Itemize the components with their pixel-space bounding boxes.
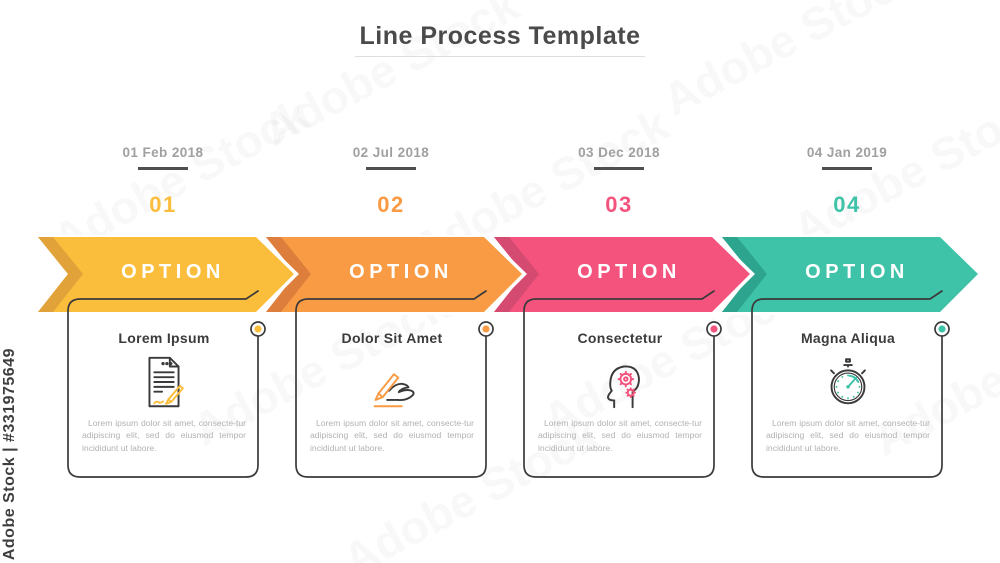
card-outline [523, 290, 722, 478]
date-underline [594, 167, 644, 170]
option-label: OPTION [577, 261, 681, 283]
option-label: OPTION [121, 261, 225, 283]
step-date: 02 Jul 2018 [352, 145, 430, 160]
card-body-text: Lorem ipsum dolor sit amet, consecte-tur… [310, 418, 474, 453]
step-column-1: 01 Feb 2018 01 OPTION Lorem Ipsum [38, 0, 294, 563]
step-date: 03 Dec 2018 [578, 145, 660, 160]
card-title: Consectetur [577, 330, 663, 346]
step-date: 01 Feb 2018 [122, 145, 204, 160]
connector-dot [710, 325, 718, 333]
hand-writing-icon [373, 373, 415, 408]
connector-dot [482, 325, 490, 333]
document-signature-icon [148, 356, 184, 408]
stopwatch-icon [830, 358, 866, 405]
process-arrows [31, 235, 983, 315]
step-column-3: 03 Dec 2018 03 OPTION Consectetur Lorem … [494, 0, 750, 563]
connector-dot [254, 325, 262, 333]
arrow-step-3 [487, 235, 755, 315]
stock-id-watermark: Adobe Stock | #331975649 [1, 347, 18, 560]
step-column-2: 02 Jul 2018 02 OPTION Dolor Sit Amet Lor… [266, 0, 522, 563]
card-title: Dolor Sit Amet [341, 330, 443, 346]
card-outline [295, 290, 494, 478]
arrow-step-2 [259, 235, 527, 315]
step-date: 04 Jan 2019 [806, 145, 888, 160]
title-underline [355, 56, 645, 57]
step-number: 01 [149, 192, 177, 217]
head-gears-icon [607, 365, 640, 409]
step-number: 03 [605, 192, 633, 217]
card-title: Magna Aliqua [800, 330, 896, 346]
card-body-text: Lorem ipsum dolor sit amet, consecte-tur… [538, 418, 702, 453]
page-title: Line Process Template [359, 22, 641, 50]
step-number: 04 [833, 192, 861, 217]
card-body-text: Lorem ipsum dolor sit amet, consecte-tur… [82, 418, 246, 453]
card-outline [67, 290, 266, 478]
step-number: 02 [377, 192, 405, 217]
card-title: Lorem Ipsum [118, 330, 210, 346]
card-body-text: Lorem ipsum dolor sit amet, consecte-tur… [766, 418, 930, 453]
card-outline [751, 290, 950, 478]
connector-dot [938, 325, 946, 333]
date-underline [366, 167, 416, 170]
date-underline [138, 167, 188, 170]
option-label: OPTION [805, 261, 909, 283]
arrow-step-1 [31, 235, 299, 315]
date-underline [822, 167, 872, 170]
step-column-4: 04 Jan 2019 04 OPTION Magna Aliqua [722, 0, 978, 563]
option-label: OPTION [349, 261, 453, 283]
